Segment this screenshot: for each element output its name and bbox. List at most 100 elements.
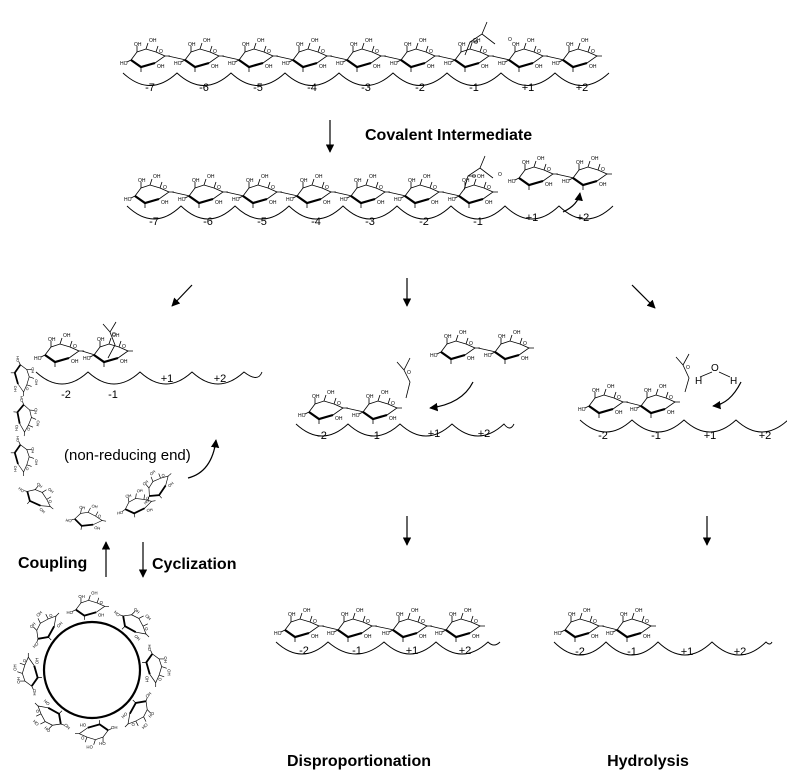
glucose-unit [230,172,284,210]
glucose-unit [63,498,110,535]
glucose-unit [16,600,70,654]
subsite-label: +1 [406,645,419,657]
subsite-label: -7 [145,82,155,94]
subsite-label: -3 [365,216,375,228]
glucose-unit [350,388,404,426]
ring-oxygen-label: O [112,332,116,338]
glucose-unit [284,172,338,210]
glycosidic-bond [171,191,191,197]
subsite-arcs-row2 [126,205,614,220]
glycosidic-bond [167,55,187,61]
glucose-unit [141,643,173,688]
cyclization-label: Cyclization [152,556,236,573]
glycosidic-bond [477,347,497,353]
glucose-unit [81,331,135,369]
subsite-label: -1 [108,389,118,401]
subsite-label: -6 [199,82,209,94]
glucose-unit-row1 [118,36,604,74]
down-right-arrow [631,284,656,309]
down-left-arrow [171,284,193,307]
covalent-intermediate-chain: O O -7 -6 -5 -4 -3 -2 -1 +1 +2 [122,154,614,228]
ring-oxygen-label: O [407,370,411,376]
subsite-label: -7 [149,216,159,228]
subsite-label: +2 [459,645,472,657]
cyclization-intermediate: O -2 -1 +1 +2 (non-reducing end) [9,321,263,535]
subsite-label: +1 [704,430,717,442]
glucose-unit [280,36,334,74]
covalent-intermediate-heading: Covalent Intermediate [365,127,532,144]
hydrolysis-label: Hydrolysis [607,753,689,770]
subsite-label: -2 [598,430,608,442]
leaving-group-arrow [562,192,583,213]
glucose-unit [433,606,487,644]
glucose-unit [74,719,119,751]
glycosidic-bond [601,625,619,631]
glucose-unit [325,606,379,644]
glucose-unit [108,594,162,648]
glycosidic-bond [555,173,575,179]
glucose-unit [482,328,536,366]
subsite-label: -2 [299,645,309,657]
glycosidic-bond [374,625,395,631]
non-reducing-end-label: (non-reducing end) [64,447,191,464]
disproportionation-label: Disproportionation [287,753,431,770]
subsite-label: +1 [161,373,174,385]
subsite-label: +1 [522,82,535,94]
acetyl-group [463,155,494,191]
hydrolysis-product: -2 -1 +1 +2 [552,606,773,658]
glycosidic-bond [279,191,299,197]
glycosidic-bond [345,407,365,413]
subsite-label: -5 [253,82,263,94]
glycosidic-bond [221,55,241,61]
subsite-label: -1 [651,430,661,442]
subsite-label: -1 [473,216,483,228]
water-oxygen: O [711,363,719,374]
glycosidic-bond [437,55,457,61]
subsite-arcs-mid [295,423,515,437]
glucose-unit [552,606,606,644]
water-hydrogen: H [695,376,702,387]
attack-arrow [712,381,742,410]
glucose-unit [11,652,43,697]
glucose-unit [129,460,181,510]
glycosidic-bond [441,191,461,197]
glucose-unit [560,154,614,192]
ring-oxygen-label: O [508,37,512,43]
glycosidic-bond [329,55,349,61]
subsite-label: -1 [627,646,637,658]
glycosidic-bond [625,401,643,407]
glycosidic-bond [545,55,565,61]
glucose-unit [9,435,40,477]
glucose-unit [112,484,159,522]
subsite-arcs-row1 [122,72,610,86]
subsite-label: -1 [469,82,479,94]
cyclodextrin-ring [11,589,173,751]
glucose-unit [272,606,326,644]
glucose-unit [628,382,682,420]
subsite-label: -1 [370,430,380,442]
glucose-unit [338,172,392,210]
subsite-label: -2 [415,82,425,94]
glycosidic-bond [275,55,295,61]
glucose-unit [176,172,230,210]
subsite-arcs-left [35,371,263,385]
glucose-unit [22,692,76,746]
disproportionation-intermediate: O -2 -1 +1 +2 [295,328,536,442]
glycosidic-bond [429,625,448,631]
glucose-unit [114,686,168,740]
glycosidic-bond [321,625,340,631]
subsite-arcs-mid-product [275,641,501,655]
subsite-label: +2 [214,373,227,385]
glucose-unit [428,328,482,366]
glucose-unit [392,172,446,210]
water-hydrogen: H [730,376,737,387]
glucose-unit [604,606,658,644]
glycosidic-bond [81,350,96,356]
glycosidic-bond [383,55,403,61]
ring-oxygen-label: O [474,40,478,46]
glucose-unit [576,382,630,420]
subsite-label: -1 [352,645,362,657]
glucose-unit [9,355,40,397]
ring-oxygen-label: O [472,174,476,180]
disproportionation-product: -2 -1 +1 +2 [272,606,501,657]
